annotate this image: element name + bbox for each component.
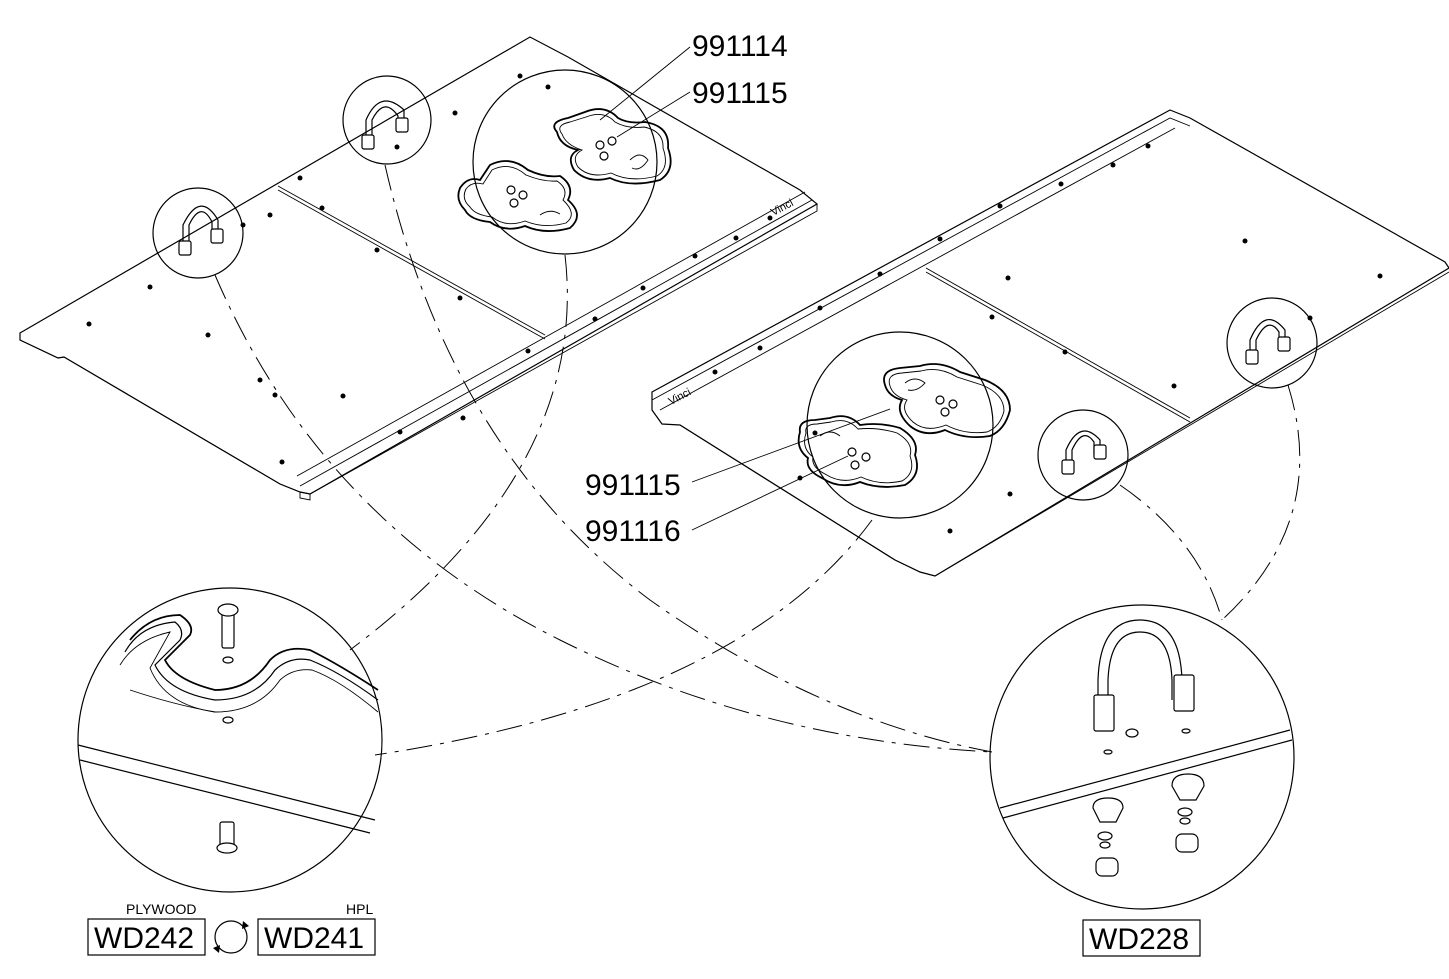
- wd242-box: [87, 918, 206, 956]
- leader-lines: [599, 46, 891, 531]
- wd241-box: [257, 918, 376, 956]
- part-number-991115-bottom: 991115: [585, 469, 681, 502]
- code-wd241: WD241: [264, 922, 364, 955]
- part-number-991115-top: 991115: [692, 77, 788, 110]
- hpl-caption: HPL: [346, 901, 373, 917]
- detail-left: [77, 587, 383, 893]
- plywood-caption: PLYWOOD: [126, 901, 197, 917]
- right-tabletop: Vinci: [651, 109, 1449, 577]
- callout-connectors: [214, 164, 1301, 756]
- rotate-icon: [213, 920, 249, 954]
- wd228-box: [1082, 919, 1201, 957]
- brand-mark-left: Vinci: [769, 197, 796, 219]
- code-wd242: WD242: [94, 922, 194, 955]
- part-number-991116: 991116: [585, 515, 681, 548]
- left-tabletop: Vinci: [19, 36, 819, 501]
- detail-right: [989, 604, 1295, 910]
- code-wd228: WD228: [1089, 923, 1189, 956]
- part-number-991114: 991114: [692, 30, 788, 63]
